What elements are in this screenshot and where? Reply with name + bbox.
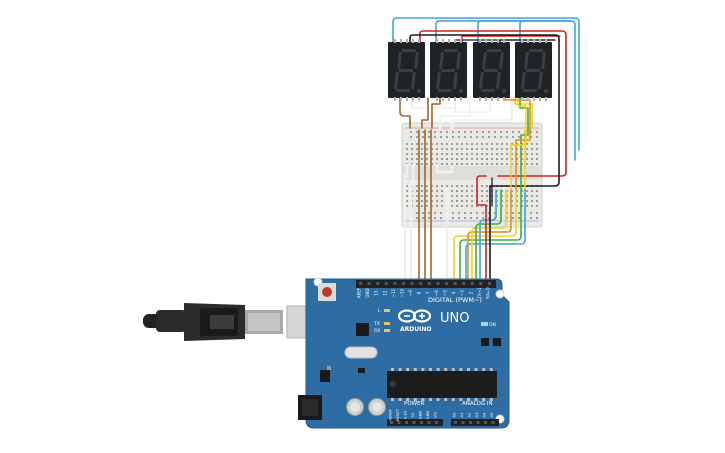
power-pin[interactable] (405, 421, 408, 424)
digital-pin-label: AREF (357, 287, 362, 298)
digital-pin-label: 8 (417, 291, 422, 294)
digital-pin-label: ~11 (391, 288, 396, 297)
power-pin-label: GND (418, 411, 423, 420)
power-pin-label: RESET (395, 408, 400, 421)
digital-pin-label: ~6 (434, 290, 439, 296)
digital-pin-label: 2 (468, 291, 473, 294)
brand-label: ARDUINO (400, 326, 431, 333)
digital-pin[interactable] (410, 282, 414, 285)
analog-pin[interactable] (476, 421, 480, 424)
usb-cable[interactable] (143, 303, 310, 341)
power-pin[interactable] (420, 421, 423, 424)
power-pin-header[interactable] (387, 419, 443, 426)
rx-led-label: RX (374, 328, 380, 334)
digital-pin-label: RX←0 (486, 287, 491, 299)
digital-pin[interactable] (445, 282, 448, 285)
power-header-label: POWER (404, 401, 425, 407)
power-pin-label: 3.3V (403, 410, 408, 419)
digital-pin[interactable] (367, 282, 371, 285)
digital-pin-label: 12 (382, 290, 387, 296)
analog-pin-header[interactable] (451, 419, 499, 426)
digital-pin-label: ~3 (460, 290, 465, 296)
power-led (481, 322, 488, 326)
digital-pin[interactable] (479, 282, 483, 285)
digital-pin-label: GND (365, 288, 370, 297)
digital-pin[interactable] (376, 282, 380, 285)
digital-pin-header[interactable] (356, 280, 496, 288)
power-led-label: ON (489, 322, 496, 328)
digital-pin-label: 7 (425, 291, 430, 294)
digital-pin[interactable] (462, 282, 466, 285)
analog-pin-label: A4 (482, 412, 487, 418)
digital-pin-label: ~10 (400, 288, 405, 297)
rx-led (384, 329, 390, 332)
digital-pin[interactable] (393, 282, 397, 285)
digital-pin-label: 13 (374, 290, 379, 296)
digital-pin[interactable] (359, 282, 362, 285)
power-pin-label: Vin (433, 411, 438, 418)
digital-pin[interactable] (453, 282, 457, 285)
analog-pin[interactable] (461, 421, 465, 424)
power-pin[interactable] (397, 421, 401, 424)
analog-pin[interactable] (454, 421, 457, 424)
analog-header-label: ANALOG IN (462, 401, 493, 407)
tx-led (384, 322, 390, 325)
seven-segment-digit[interactable] (515, 39, 552, 101)
l-led (384, 309, 390, 312)
tx-led-label: TX (373, 321, 380, 327)
analog-pin[interactable] (491, 421, 495, 424)
reset-button[interactable] (318, 283, 336, 301)
power-pin[interactable] (412, 421, 416, 424)
usb-chip (356, 323, 369, 336)
display-wires[interactable] (392, 17, 580, 191)
digital-pin-label: ~9 (408, 290, 413, 296)
digital-pin[interactable] (436, 282, 440, 285)
digital-pin[interactable] (402, 282, 405, 285)
crystal (344, 346, 378, 359)
arduino-uno-board[interactable]: DIGITAL (PWM~) L TX RX ARDUINO UNO ON (298, 277, 510, 429)
arduino-wires[interactable] (403, 129, 526, 282)
analog-pin[interactable] (469, 421, 472, 424)
power-pin-label: 5V (410, 412, 415, 417)
digital-pin[interactable] (470, 282, 474, 285)
analog-pin-label: A1 (459, 412, 464, 418)
power-jack[interactable] (298, 395, 322, 420)
digital-pin-label: 4 (451, 291, 456, 294)
digital-header-label: DIGITAL (PWM~) (428, 296, 482, 304)
power-pin[interactable] (390, 421, 393, 424)
model-label: UNO (440, 311, 469, 326)
analog-pin-label: A2 (467, 412, 472, 418)
analog-pin[interactable] (484, 421, 487, 424)
regulator (320, 370, 330, 382)
digital-pin[interactable] (427, 282, 431, 285)
arduino-logo-icon (397, 309, 432, 323)
power-pin[interactable] (435, 421, 438, 424)
power-pin-label: IOREF (388, 409, 393, 420)
atmega-chip (387, 368, 497, 401)
digital-pin[interactable] (384, 282, 388, 285)
analog-pin-label: A5 (489, 412, 494, 418)
seven-segment-digit[interactable] (430, 39, 467, 101)
power-pin[interactable] (427, 421, 431, 424)
power-pin-label: GND (425, 411, 430, 420)
digital-pin-label: TX→1 (477, 287, 482, 300)
icsp-header (481, 338, 489, 346)
l-led-label: L (378, 308, 381, 314)
digital-pin-label: ~5 (443, 290, 448, 296)
analog-pin-label: A0 (452, 412, 457, 418)
seven-segment-displays[interactable] (388, 39, 552, 101)
digital-pin[interactable] (488, 282, 491, 285)
seven-segment-digit[interactable] (388, 39, 425, 101)
seven-segment-digit[interactable] (473, 39, 510, 101)
digital-pin[interactable] (419, 282, 423, 285)
analog-pin-label: A3 (474, 412, 479, 418)
